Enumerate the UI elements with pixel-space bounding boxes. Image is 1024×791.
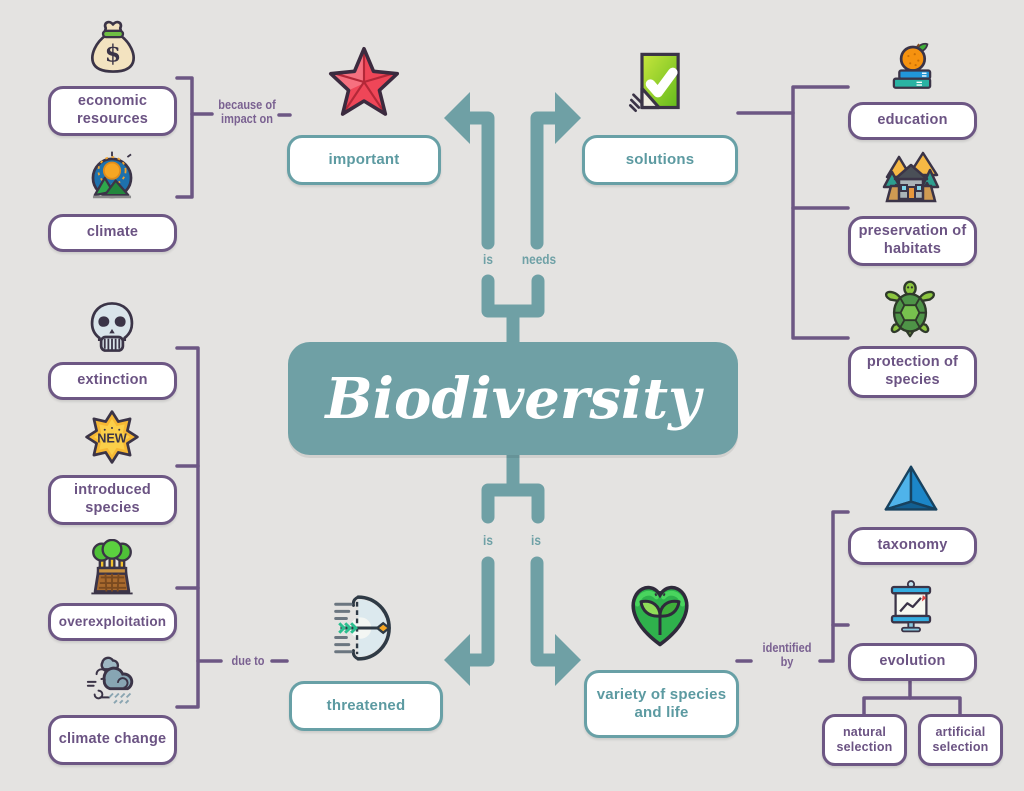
heart-leaf-icon <box>622 578 698 654</box>
starfish-icon <box>326 44 402 120</box>
node-solutions-label: solutions <box>625 150 695 168</box>
relation-label-is-bottom-left: is <box>483 533 493 548</box>
node-preservation-of-habitats: preservation of habitats <box>848 216 977 266</box>
new-badge-icon: NEW <box>83 408 141 466</box>
node-education: education <box>848 102 977 140</box>
node-variety-label: variety of species and life <box>596 685 727 721</box>
svg-text:NEW: NEW <box>97 431 127 445</box>
presentation-chart-icon <box>882 577 940 635</box>
node-preservation-label: preservation of habitats <box>858 223 967 257</box>
orange-books-icon <box>883 37 941 95</box>
node-overexploitation-label: overexploitation <box>58 613 167 629</box>
node-natural-selection: natural selection <box>822 714 907 766</box>
node-solutions: solutions <box>582 135 738 185</box>
relation-label-needs: needs <box>521 252 557 267</box>
relation-label-is-bottom-right: is <box>531 533 541 548</box>
node-important-label: important <box>328 150 400 168</box>
node-climate: climate <box>48 214 177 252</box>
svg-text:$: $ <box>105 40 121 68</box>
relation-label-is-top-left: is <box>483 252 493 267</box>
node-threatened-label: threatened <box>326 696 406 714</box>
relation-label-identified-by: identified by <box>762 641 812 670</box>
node-taxonomy-label: taxonomy <box>877 537 948 554</box>
node-protection-of-species: protection of species <box>848 346 977 398</box>
central-topic-label: Biodiversity <box>325 365 701 432</box>
node-threatened: threatened <box>289 681 443 731</box>
node-introduced-species: introduced species <box>48 475 177 525</box>
bow-arrow-icon <box>325 590 401 666</box>
node-climate-label: climate <box>86 224 139 241</box>
node-evolution-label: evolution <box>879 653 946 670</box>
node-natural-selection-label: natural selection <box>836 724 893 754</box>
skull-icon <box>83 298 141 356</box>
money-bag-icon: $ <box>84 19 142 77</box>
node-taxonomy: taxonomy <box>848 527 977 565</box>
node-artificial-selection: artificial selection <box>918 714 1003 766</box>
node-overexploitation: overexploitation <box>48 603 177 641</box>
ballot-check-icon <box>625 48 693 116</box>
node-climate-change: climate change <box>48 715 177 765</box>
node-evolution: evolution <box>848 643 977 681</box>
node-extinction: extinction <box>48 362 177 400</box>
forest-house-icon <box>879 145 943 209</box>
pyramid-icon <box>880 461 942 523</box>
node-protection-label: protection of species <box>866 354 959 388</box>
relation-label-due-to: due to <box>231 654 265 668</box>
node-climate-change-label: climate change <box>58 731 167 748</box>
node-artificial-selection-label: artificial selection <box>932 724 989 754</box>
relation-label-because-of-impact-on: because of impact on <box>218 98 276 127</box>
node-economic-resources: economic resources <box>48 86 177 136</box>
node-introduced-species-label: introduced species <box>74 482 151 516</box>
sun-mountains-icon <box>83 148 141 206</box>
storm-cloud-icon <box>83 647 145 709</box>
node-extinction-label: extinction <box>77 372 148 389</box>
node-important: important <box>287 135 441 185</box>
node-education-label: education <box>877 112 948 129</box>
node-economic-resources-label: economic resources <box>76 93 149 127</box>
logging-icon <box>82 539 142 599</box>
turtle-icon <box>880 278 940 338</box>
central-topic: Biodiversity <box>288 342 738 455</box>
node-variety-of-species-and-life: variety of species and life <box>584 670 739 738</box>
